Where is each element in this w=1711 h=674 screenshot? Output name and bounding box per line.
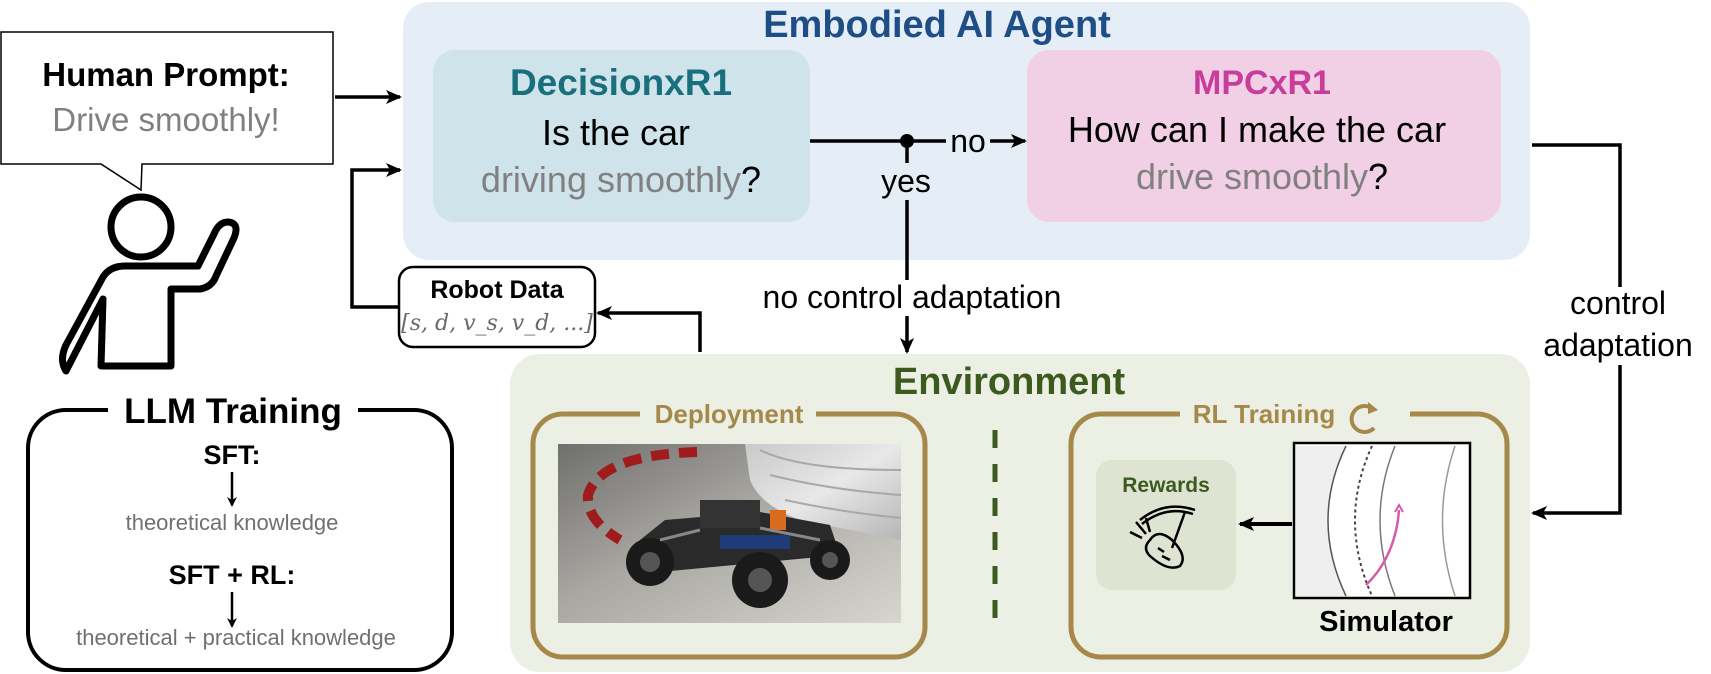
sft-result: theoretical knowledge [126,510,339,535]
robot-data-to-agent-arrow [350,163,402,309]
human-prompt-text: Drive smoothly! [52,101,279,138]
control-path-bottom [1531,365,1622,520]
robot-data-title: Robot Data [430,276,564,304]
human-prompt: Human Prompt: Drive smoothly! [0,31,402,192]
deployment-title: Deployment [655,399,804,429]
no-label-bg [946,124,990,158]
env-to-robot-data-arrow [596,306,702,352]
deployment-photo [558,444,902,623]
no-control-label: no control adaptation [763,279,1062,315]
environment-title: Environment [893,361,1126,403]
deployment-title-bg [640,398,816,430]
human-prompt-title: Human Prompt: [42,56,290,93]
simulator-view [1292,441,1472,600]
carrot-stick-icon [1129,505,1196,569]
decision-question-line2: driving smoothly? [481,159,761,200]
sft-rl-label: SFT + RL: [169,560,296,590]
rl-training-title: RL Training [1193,399,1336,429]
no-label: no [950,123,986,159]
control-path-top [1532,143,1622,287]
mpc-punct: ? [1368,156,1388,197]
simulator-label: Simulator [1319,606,1453,638]
llm-training: LLM Training SFT: theoretical knowledge … [26,392,454,672]
sft-rl-result: theoretical + practical knowledge [76,625,396,650]
decision-title: DecisionxR1 [510,62,732,103]
decision-highlight: driving smoothly [481,159,741,200]
rewards-box [1096,460,1236,590]
rl-title-bg [1180,398,1410,430]
mpc-question-line1: How can I make the car [1068,109,1446,150]
mpc-question-line2: drive smoothly? [1136,156,1388,197]
decision-punct: ? [741,159,761,200]
llm-training-title: LLM Training [124,392,342,431]
control-label-line1: control [1570,285,1666,321]
mpc-title: MPCxR1 [1193,64,1331,102]
control-label-line2: adaptation [1543,327,1692,363]
person-icon [59,193,240,375]
yes-label: yes [881,163,931,199]
robot-data-vars: [s, d, v_s, v_d, ...] [401,311,593,336]
decision-box [433,50,810,222]
agent-title: Embodied AI Agent [763,4,1111,46]
robot-data: Robot Data [s, d, v_s, v_d, ...] [350,163,702,352]
embodied-agent-panel: Embodied AI Agent DecisionxR1 Is the car… [403,2,1530,260]
mpc-highlight: drive smoothly [1136,156,1368,197]
refresh-icon [1349,402,1378,434]
rewards-title: Rewards [1122,474,1210,497]
environment-panel: Environment Deployment [510,354,1530,672]
sft-label: SFT: [204,440,261,470]
decision-question-line1: Is the car [542,112,690,153]
llm-title-bg [108,392,358,432]
speech-bubble [0,31,334,192]
mpc-box [1027,50,1501,222]
